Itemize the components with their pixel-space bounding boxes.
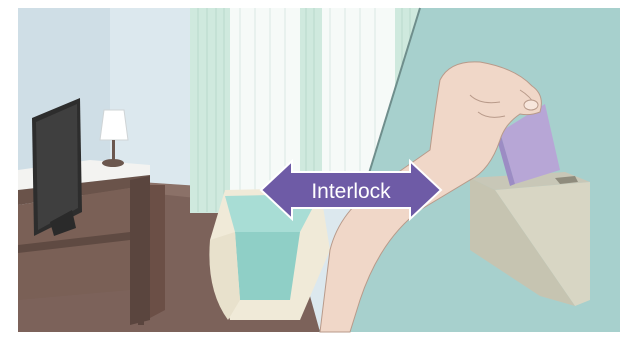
interlock-label: Interlock bbox=[311, 180, 391, 203]
tv bbox=[32, 98, 82, 236]
